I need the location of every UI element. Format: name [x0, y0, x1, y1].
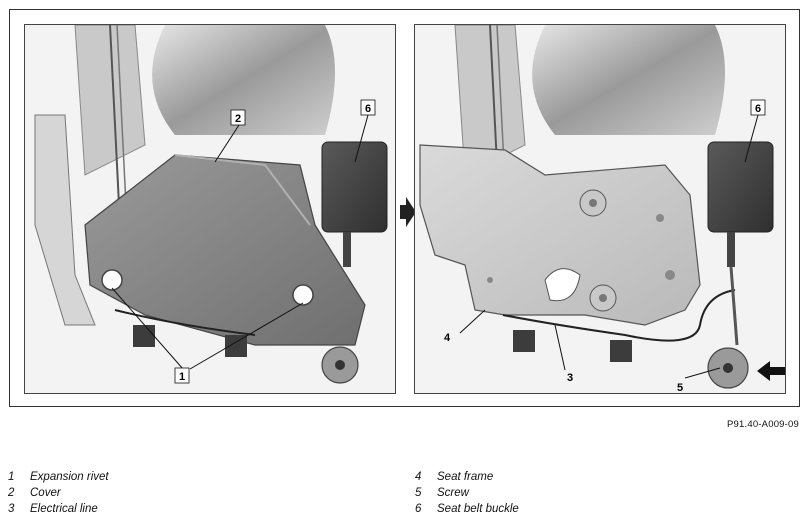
figure-code: P91.40-A009-09 — [727, 419, 799, 430]
callout-5-right: 5 — [677, 382, 683, 393]
seat-cushion-right — [532, 25, 725, 135]
right-illustration: 4 3 5 6 — [415, 25, 785, 393]
seat-cushion — [152, 25, 335, 135]
illustration-right-panel: 4 3 5 6 — [414, 24, 786, 394]
legend-left-column: 1 Expansion rivet 2 Cover 3 Electrical line — [8, 469, 109, 517]
legend-number: 3 — [8, 503, 15, 515]
left-illustration: 1 2 6 — [25, 25, 395, 393]
legend-item: 4 Seat frame — [415, 469, 519, 485]
legend-label: Expansion rivet — [30, 471, 109, 483]
transition-arrow-icon — [400, 197, 416, 227]
expansion-rivet-b — [292, 284, 314, 306]
callout-6-left: 6 — [365, 103, 371, 115]
legend-number: 4 — [415, 471, 422, 483]
legend-label: Electrical line — [30, 503, 98, 515]
legend-label: Seat frame — [437, 471, 494, 483]
legend-number: 5 — [415, 487, 422, 499]
callout-1-left: 1 — [179, 371, 185, 383]
legend-item: 1 Expansion rivet — [8, 469, 109, 485]
legend-label: Cover — [30, 487, 61, 499]
expansion-rivet-a — [101, 269, 123, 291]
callout-6-right: 6 — [755, 103, 761, 115]
callout-3-right: 3 — [567, 372, 573, 384]
legend-item: 5 Screw — [415, 485, 519, 501]
wire — [114, 309, 256, 336]
electrical-line — [502, 289, 736, 342]
seat-frame — [34, 114, 96, 326]
legend-number: 1 — [8, 471, 15, 483]
illustration-left-panel: 1 2 6 — [24, 24, 396, 394]
direction-arrow-icon — [757, 361, 785, 381]
legend-item: 3 Electrical line — [8, 501, 109, 517]
legend-item: 6 Seat belt buckle — [415, 501, 519, 517]
legend-number: 2 — [8, 487, 15, 499]
callout-2-left: 2 — [235, 113, 241, 125]
seat-belt-buckle-right — [707, 141, 774, 233]
legend-number: 6 — [415, 503, 422, 515]
legend-right-column: 4 Seat frame 5 Screw 6 Seat belt buckle — [415, 469, 519, 517]
legend-label: Seat belt buckle — [437, 503, 519, 515]
seat-side-bracket — [74, 25, 146, 176]
legend-item: 2 Cover — [8, 485, 109, 501]
seat-belt-buckle — [321, 141, 388, 233]
illustration-frame: 1 2 6 — [9, 9, 800, 407]
callout-4-right: 4 — [444, 332, 451, 344]
legend-label: Screw — [437, 487, 469, 499]
